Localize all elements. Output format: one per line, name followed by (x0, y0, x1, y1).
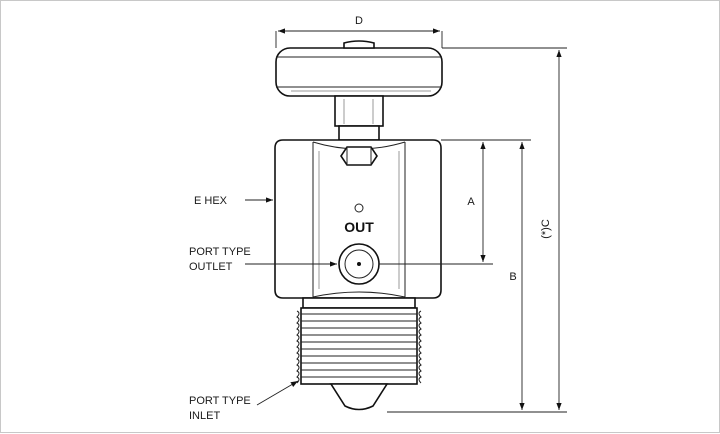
leader-inlet (256, 380, 299, 406)
port-type-outlet-label-2: OUTLET (189, 261, 233, 273)
dimension-b: B (387, 139, 531, 413)
t-handle (275, 40, 443, 97)
dimension-c: (*)C (442, 47, 567, 413)
dimension-d-label: D (355, 15, 363, 27)
inlet-thread (296, 297, 422, 411)
dimension-d: D (275, 15, 443, 48)
dimension-b-label: B (509, 271, 516, 283)
dimension-c-label: (*)C (540, 219, 552, 239)
port-type-inlet-label-2: INLET (189, 410, 220, 422)
port-type-inlet-label-1: PORT TYPE (189, 395, 251, 407)
valve-stem (334, 95, 384, 141)
out-marking: OUT (344, 219, 374, 235)
port-type-outlet-label-1: PORT TYPE (189, 246, 251, 258)
e-hex-label: E HEX (194, 195, 228, 207)
hex-body (274, 139, 442, 299)
dimension-a-label: A (467, 196, 475, 208)
